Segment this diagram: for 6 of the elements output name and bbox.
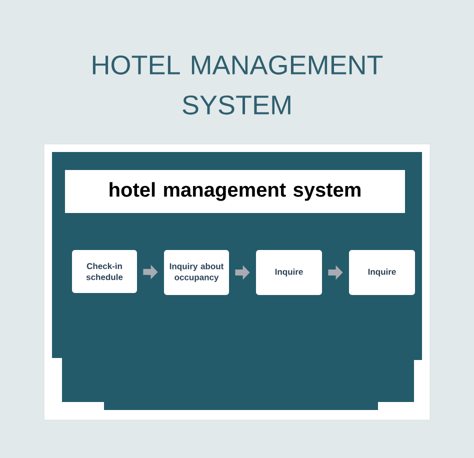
process-box: Inquire [349,250,415,295]
title: HOTEL MANAGEMENT SYSTEM [92,55,383,115]
process-box: Inquiry about occupancy [164,250,229,295]
process-box: Inquire [256,250,322,295]
heading-box: hotel management system [65,170,405,213]
process-box: Check-in schedule [72,250,137,293]
